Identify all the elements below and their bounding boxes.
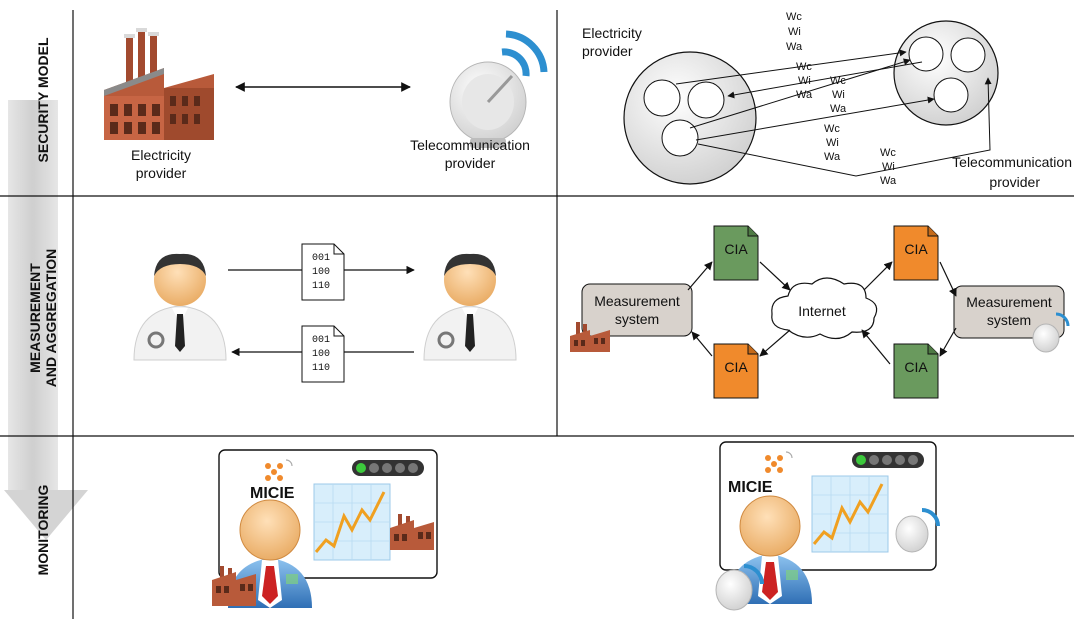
trend-chart-icon bbox=[811, 475, 889, 553]
operator-person-icon bbox=[423, 253, 517, 361]
satellite-dish-icon bbox=[715, 564, 764, 611]
svg-text:Wi: Wi bbox=[788, 26, 801, 38]
measurement-system-box: Measurement system bbox=[953, 285, 1065, 339]
satellite-dish-icon bbox=[449, 30, 548, 148]
telecom-provider-label: Telecommunication bbox=[952, 154, 1072, 170]
svg-text:CIA: CIA bbox=[724, 241, 748, 257]
factory-icon bbox=[570, 322, 610, 352]
electricity-provider-label: Electricity bbox=[582, 25, 642, 41]
svg-text:system: system bbox=[615, 311, 659, 327]
telecom-node-group bbox=[893, 20, 999, 126]
svg-text:Wc: Wc bbox=[830, 75, 846, 87]
svg-text:Wc: Wc bbox=[824, 123, 840, 135]
operator-person-icon bbox=[133, 253, 227, 361]
section-band bbox=[4, 100, 88, 540]
svg-text:Wi: Wi bbox=[882, 161, 895, 173]
telecom-provider-label: provider bbox=[445, 155, 496, 171]
factory-icon bbox=[104, 28, 214, 140]
svg-text:Internet: Internet bbox=[798, 303, 846, 319]
satellite-dish-icon bbox=[1032, 312, 1070, 353]
measurement-system-box: Measurement system bbox=[581, 283, 693, 337]
micie-logo-icon: MICIE bbox=[250, 459, 295, 502]
svg-text:MICIE: MICIE bbox=[250, 485, 295, 502]
svg-text:Measurement: Measurement bbox=[594, 293, 680, 309]
section-label-security-model: SECURITY MODEL bbox=[35, 37, 51, 162]
svg-text:Wa: Wa bbox=[786, 41, 803, 53]
data-document-icon: 001 100 110 bbox=[301, 243, 345, 301]
svg-text:Wc: Wc bbox=[880, 147, 896, 159]
svg-text:001: 001 bbox=[312, 335, 330, 346]
svg-text:Wi: Wi bbox=[832, 89, 845, 101]
svg-text:Wa: Wa bbox=[824, 151, 841, 163]
svg-text:Wa: Wa bbox=[796, 89, 813, 101]
section-label-measurement-line1: MEASUREMENT bbox=[27, 263, 43, 373]
cia-document-orange: CIA bbox=[713, 343, 759, 399]
svg-text:Wa: Wa bbox=[880, 175, 897, 187]
cia-flow-arrows bbox=[687, 261, 957, 365]
cia-document-green: CIA bbox=[893, 343, 939, 399]
svg-text:100: 100 bbox=[312, 267, 330, 278]
svg-text:Wc: Wc bbox=[796, 61, 812, 73]
satellite-dish-icon bbox=[895, 508, 940, 553]
electricity-node-group bbox=[623, 51, 757, 185]
svg-text:MICIE: MICIE bbox=[728, 479, 773, 496]
section-label-measurement-line2: AND AGGREGATION bbox=[43, 249, 59, 387]
trend-chart-icon bbox=[313, 483, 391, 561]
svg-text:110: 110 bbox=[312, 363, 330, 374]
dependency-arrows bbox=[675, 49, 992, 177]
internet-cloud: Internet bbox=[771, 277, 878, 340]
micie-logo-icon: MICIE bbox=[728, 451, 793, 496]
svg-text:001: 001 bbox=[312, 253, 330, 264]
status-indicator bbox=[352, 460, 424, 476]
svg-text:CIA: CIA bbox=[724, 359, 748, 375]
factory-icon bbox=[212, 566, 256, 606]
svg-text:system: system bbox=[987, 312, 1031, 328]
grid-lines bbox=[0, 10, 1074, 619]
monitoring-panel-right: MICIE bbox=[715, 441, 940, 611]
cia-document-green: CIA bbox=[713, 225, 759, 281]
svg-text:Wa: Wa bbox=[830, 103, 847, 115]
svg-text:Wc: Wc bbox=[786, 11, 802, 23]
weight-labels: Wc Wi Wa Wc Wi Wa Wc Wi Wa Wc Wi Wa Wc W… bbox=[786, 11, 897, 187]
telecom-provider-label: provider bbox=[989, 174, 1040, 190]
telecom-provider-label: Telecommunication bbox=[410, 137, 530, 153]
cia-document-orange: CIA bbox=[893, 225, 939, 281]
factory-icon bbox=[390, 514, 434, 550]
svg-text:CIA: CIA bbox=[904, 359, 928, 375]
svg-text:100: 100 bbox=[312, 349, 330, 360]
svg-text:Wi: Wi bbox=[798, 75, 811, 87]
svg-text:Measurement: Measurement bbox=[966, 294, 1052, 310]
monitoring-panel-left: MICIE bbox=[212, 449, 438, 608]
electricity-provider-label: Electricity bbox=[131, 147, 191, 163]
electricity-provider-label: provider bbox=[136, 165, 187, 181]
svg-text:Wi: Wi bbox=[826, 137, 839, 149]
data-document-icon: 001 100 110 bbox=[301, 325, 345, 383]
svg-text:CIA: CIA bbox=[904, 241, 928, 257]
svg-text:110: 110 bbox=[312, 281, 330, 292]
section-label-monitoring: MONITORING bbox=[35, 485, 51, 576]
status-indicator bbox=[852, 452, 924, 468]
electricity-provider-label: provider bbox=[582, 43, 633, 59]
